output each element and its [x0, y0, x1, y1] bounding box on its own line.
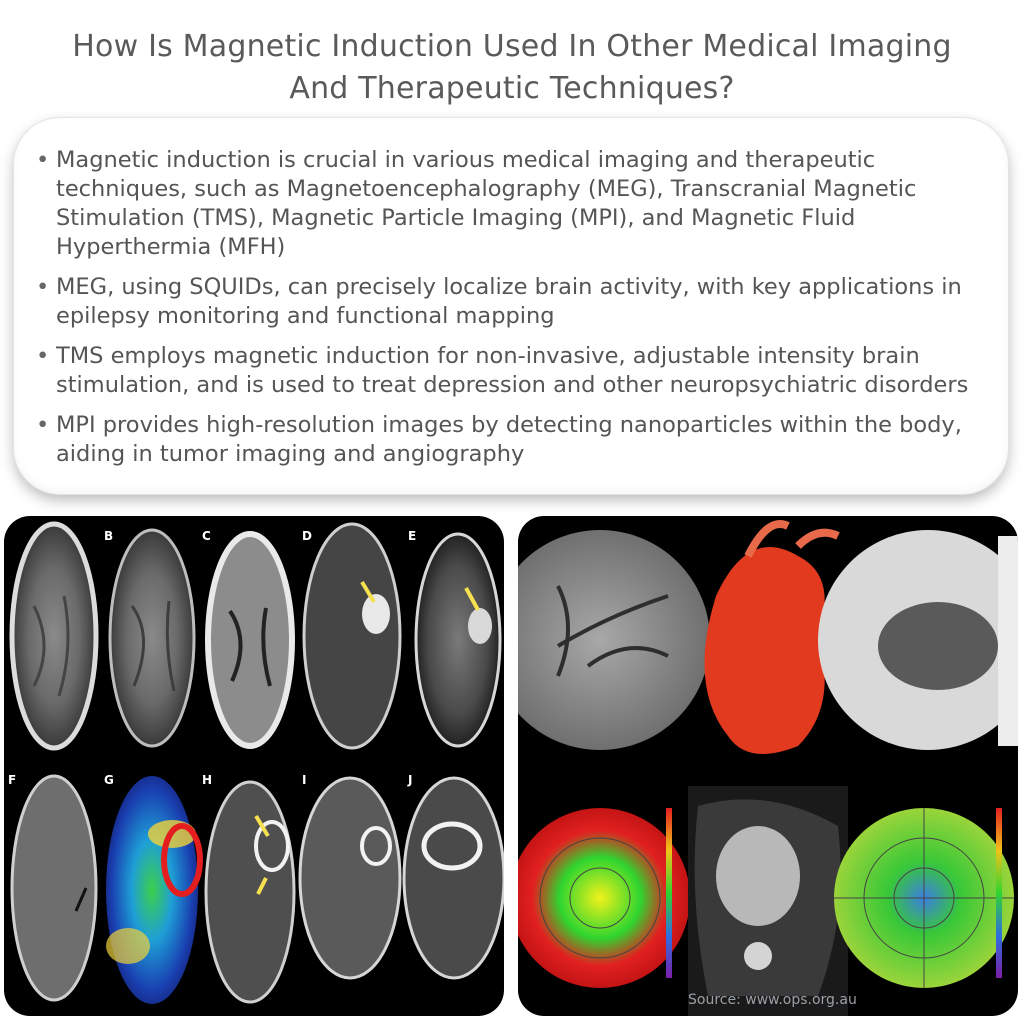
scan-label: J: [407, 773, 412, 787]
bullet-item: Magnetic induction is crucial in various…: [36, 146, 1008, 262]
scan-h: H: [202, 773, 296, 1004]
color-scale-bar: [996, 808, 1002, 978]
source-credit: Source: www.ops.org.au: [688, 992, 857, 1008]
ventriculogram-image: [818, 530, 1018, 750]
brain-scan-grid: B C D E F G: [8, 521, 504, 1004]
bullet-item: MPI provides high-resolution images by d…: [36, 411, 1008, 469]
scan-label: I: [302, 773, 306, 787]
scan-label: H: [202, 773, 212, 787]
scan-e: E: [408, 529, 502, 748]
scan-label: F: [8, 773, 16, 787]
cardiac-scan-grid: Source: www.ops.org.au: [518, 520, 1018, 1016]
scan-a: [9, 521, 99, 751]
bullseye-map-2: [834, 808, 1014, 988]
title-line-1: How Is Magnetic Induction Used In Other …: [72, 29, 952, 64]
brain-scan-panel: B C D E F G: [4, 516, 504, 1016]
angiogram-image: [518, 530, 710, 750]
scan-f: F: [8, 773, 98, 1002]
arrow-icon: [256, 877, 268, 895]
arrow-icon: [464, 587, 480, 611]
arrow-icon: [74, 887, 88, 912]
scan-label: E: [408, 529, 416, 543]
heart-3d-image: [704, 520, 840, 754]
scan-label: G: [104, 773, 114, 787]
scan-g: G: [104, 773, 203, 1004]
ct-slice-image: Source: www.ops.org.au: [688, 786, 857, 1016]
scan-label: C: [202, 529, 211, 543]
title-line-2: And Therapeutic Techniques?: [289, 71, 735, 106]
bullet-item: TMS employs magnetic induction for non-i…: [36, 342, 1008, 400]
page-title: How Is Magnetic Induction Used In Other …: [0, 26, 1024, 110]
scan-c: C: [202, 529, 295, 749]
scan-label: D: [302, 529, 312, 543]
arrow-icon: [254, 814, 270, 838]
color-scale-bar: [666, 808, 672, 978]
arrow-icon: [360, 580, 376, 604]
scan-i: I: [298, 773, 402, 980]
scan-b: B: [104, 528, 196, 748]
bullseye-map-1: [518, 808, 690, 988]
cardiac-scan-panel: Source: www.ops.org.au: [518, 516, 1018, 1016]
scan-label: B: [104, 529, 113, 543]
scan-j: J: [402, 773, 504, 980]
scan-d: D: [302, 522, 402, 750]
bullet-item: MEG, using SQUIDs, can precisely localiz…: [36, 273, 1008, 331]
bullet-list: Magnetic induction is crucial in various…: [36, 146, 1008, 480]
